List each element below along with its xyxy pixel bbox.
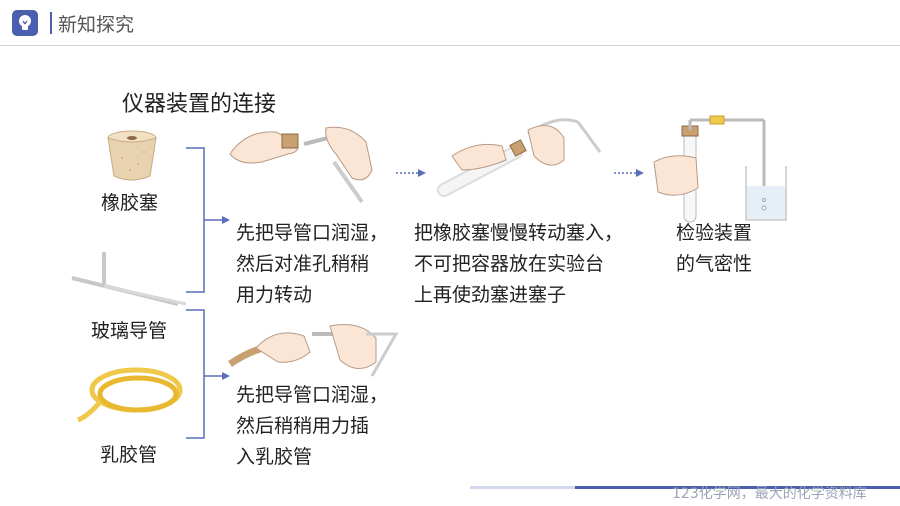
step4-line-3: 入乳胶管	[236, 446, 313, 468]
step4-hands-image	[228, 324, 399, 377]
step1-hands-image	[229, 126, 373, 204]
step3-line-1: 检验装置	[676, 222, 753, 244]
step4-line-2: 然后稍稍用力插	[236, 415, 370, 437]
step1-line-2: 然后对准孔稍稍	[236, 253, 370, 275]
step2-line-3: 上再使劲塞进塞子	[414, 284, 567, 306]
footer-line-accent	[575, 486, 900, 489]
grouping-brackets	[186, 147, 230, 439]
page-title: 新知探究	[58, 14, 135, 36]
step4-text: 先把导管口润湿， 然后稍稍用力插 入乳胶管	[236, 380, 388, 473]
step2-text: 把橡胶塞慢慢转动塞入， 不可把容器放在实验台 上再使劲塞进塞子	[414, 218, 623, 311]
header-rule	[0, 45, 900, 46]
step1-text: 先把导管口润湿， 然后对准孔稍稍 用力转动	[236, 218, 388, 311]
section-title: 仪器装置的连接	[122, 92, 277, 117]
flow-arrow-1	[396, 169, 426, 177]
step2-line-2: 不可把容器放在实验台	[414, 253, 605, 275]
step4-line-1: 先把导管口润湿，	[236, 384, 389, 406]
rubber-stopper-image	[107, 130, 157, 181]
lightbulb-icon	[12, 10, 38, 36]
step3-text: 检验装置 的气密性	[676, 218, 752, 280]
label-rubber-stopper: 橡胶塞	[101, 192, 159, 214]
glass-tube-image	[71, 252, 187, 306]
step2-line-1: 把橡胶塞慢慢转动塞入，	[414, 222, 624, 244]
flow-arrow-2	[614, 169, 644, 177]
header: 新知探究	[0, 0, 900, 46]
rubber-tube-image	[76, 367, 183, 423]
footer-line-light	[470, 486, 575, 489]
label-rubber-tube: 乳胶管	[100, 444, 158, 466]
step3-line-2: 的气密性	[676, 253, 753, 275]
step3-airtight-check-image	[653, 115, 787, 223]
header-divider	[50, 12, 52, 34]
step1-line-3: 用力转动	[236, 284, 313, 306]
label-glass-tube: 玻璃导管	[91, 320, 168, 342]
watermark-text: 123化学网，最大的化学资料库	[672, 486, 867, 502]
step2-hands-image	[437, 118, 602, 197]
step1-line-1: 先把导管口润湿，	[236, 222, 389, 244]
